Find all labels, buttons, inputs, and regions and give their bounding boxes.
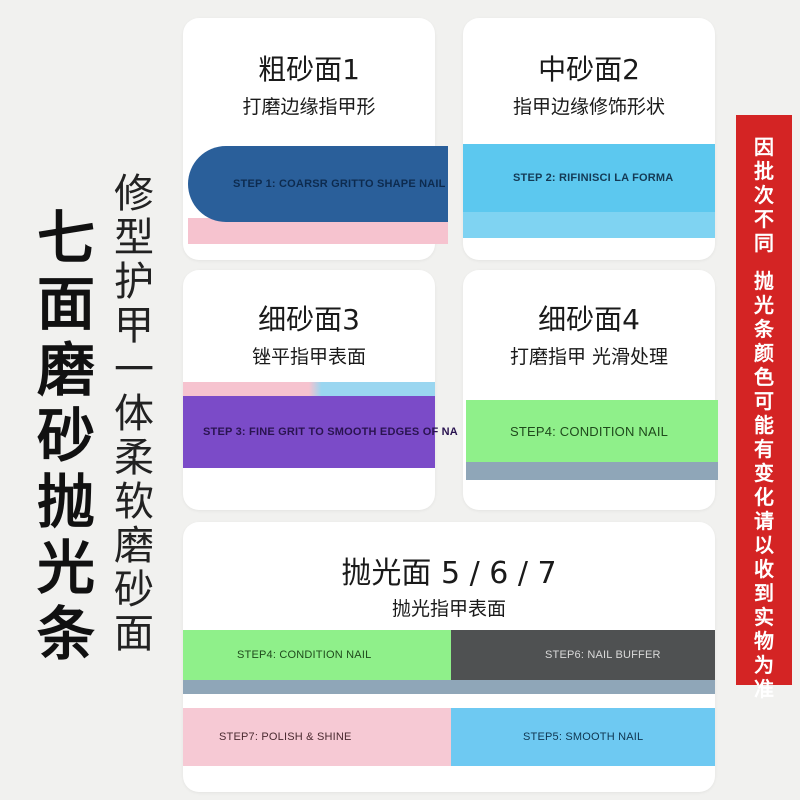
strip-label: STEP 2: RIFINISCI LA FORMA [513,172,674,184]
card-fine-grit-4: 细砂面4 打磨指甲 光滑处理 STEP4: CONDITION NAIL [463,270,718,510]
strip-label: STEP6: NAIL BUFFER [545,649,661,661]
card-subtitle: 打磨边缘指甲形 [242,96,376,118]
nail-file-strip: STEP 3: FINE GRIT TO SMOOTH EDGES OF NA [183,396,458,468]
card-subtitle: 指甲边缘修饰形状 [512,96,665,118]
nail-file-strip: STEP6: NAIL BUFFER [451,630,715,680]
card-title: 中砂面2 [538,53,640,86]
notice-line-2: 抛光条颜色可能有变化 请以收到实物为准 [754,269,774,701]
product-subtitle: 修型护甲 一体 柔软磨砂面 [114,171,154,657]
card-fine-grit-3: 细砂面3 锉平指甲表面 STEP 3: FINE GRIT TO SMOOTH … [183,270,458,510]
card-polish-5-6-7: 抛光面 5 / 6 / 7 抛光指甲表面 STEP4: CONDITION NA… [183,522,715,792]
nail-file-image [183,680,715,694]
nail-file-strip: STEP 2: RIFINISCI LA FORMA [463,144,715,212]
nail-file-image [463,208,715,238]
card-subtitle: 抛光指甲表面 [391,598,506,620]
color-variation-notice: 因批次不同 抛光条颜色可能有变化 请以收到实物为准 [736,115,792,701]
card-subtitle: 打磨指甲 光滑处理 [509,346,669,368]
card-subtitle: 锉平指甲表面 [251,346,366,368]
strip-label: STEP4: CONDITION NAIL [510,423,669,439]
nail-file-image [183,382,435,398]
card-medium-grit-2: 中砂面2 指甲边缘修饰形状 STEP 2: RIFINISCI LA FORMA [463,18,715,260]
nail-file-strip: STEP7: POLISH & SHINE [183,708,451,766]
nail-file-strip: STEP4: CONDITION NAIL [466,400,718,462]
card-title: 粗砂面1 [258,53,360,86]
strip-label: STEP7: POLISH & SHINE [219,731,352,743]
strip-label: STEP 1: COARSR GRITTO SHAPE NAIL [233,178,446,190]
strip-label: STEP 3: FINE GRIT TO SMOOTH EDGES OF NA [203,426,458,438]
strip-label: STEP4: CONDITION NAIL [237,649,372,661]
card-title: 细砂面3 [258,303,360,336]
card-title: 抛光面 5 / 6 / 7 [341,556,557,591]
product-title: 七面磨砂抛光条 [36,204,95,668]
notice-line-1: 因批次不同 [754,135,774,255]
card-title: 细砂面4 [538,303,640,336]
nail-file-strip: STEP 1: COARSR GRITTO SHAPE NAIL [188,146,448,222]
strip-label: STEP5: SMOOTH NAIL [523,731,644,743]
nail-file-strip: STEP4: CONDITION NAIL [183,630,451,680]
card-coarse-grit-1: 粗砂面1 打磨边缘指甲形 STEP 1: COARSR GRITTO SHAPE… [183,18,448,260]
nail-file-image [466,462,718,480]
nail-file-image [188,218,448,244]
nail-file-strip: STEP5: SMOOTH NAIL [451,708,715,766]
